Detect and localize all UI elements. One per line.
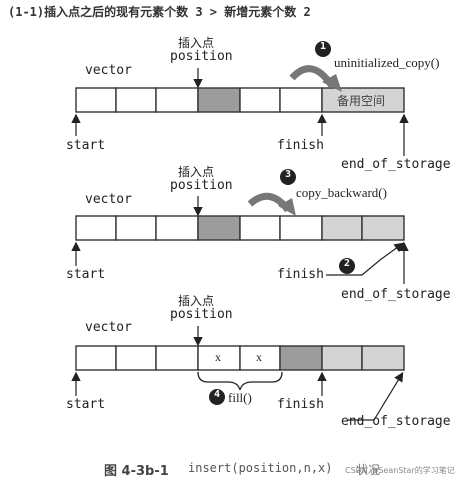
start-label: start bbox=[66, 138, 106, 153]
watermark: CSDN @SeanStar的学习笔记 bbox=[345, 466, 455, 475]
vector-label: vector bbox=[85, 320, 132, 335]
finish-arrow bbox=[326, 242, 404, 276]
vector-cell-copied bbox=[321, 345, 363, 371]
vector-cell-filled bbox=[197, 345, 241, 371]
vector-label: vector bbox=[85, 192, 132, 207]
fill-value-x: x bbox=[256, 350, 262, 364]
vector-cell bbox=[155, 87, 199, 113]
vector-cell bbox=[115, 345, 157, 371]
position-label: position bbox=[170, 307, 233, 322]
finish-label: finish bbox=[277, 138, 324, 153]
spare-space-region bbox=[321, 87, 405, 113]
vector-cell-position bbox=[197, 87, 241, 113]
vector-cell bbox=[239, 215, 281, 241]
fill-value-x: x bbox=[215, 350, 221, 364]
vector-cell bbox=[155, 215, 199, 241]
vector-cell bbox=[279, 87, 323, 113]
step-3-number: 3 bbox=[285, 169, 292, 180]
heading: (1-1)插入点之后的现有元素个数 3 > 新增元素个数 2 bbox=[8, 5, 311, 19]
finish-label: finish bbox=[277, 397, 324, 412]
step-2-number: 2 bbox=[344, 258, 351, 269]
fill-brace bbox=[197, 371, 283, 391]
vector-cell-copied bbox=[361, 215, 405, 241]
step-2-badge bbox=[339, 258, 355, 274]
vector-cell bbox=[239, 87, 281, 113]
vector-cell bbox=[155, 345, 199, 371]
end-of-storage-label: end_of_storage bbox=[341, 287, 451, 302]
vector-cell-position bbox=[197, 215, 241, 241]
panel-3 bbox=[71, 326, 405, 421]
position-label: position bbox=[170, 178, 233, 193]
step-4-number: 4 bbox=[214, 389, 221, 400]
panel-2 bbox=[71, 169, 409, 284]
step-4-badge bbox=[209, 389, 225, 405]
vector-cell bbox=[279, 215, 323, 241]
vector-cell-copied bbox=[321, 215, 363, 241]
fill-label: fill() bbox=[228, 390, 252, 405]
step-1-badge bbox=[315, 41, 331, 57]
figure-suffix: 状况 bbox=[356, 463, 381, 477]
vector-cell bbox=[75, 87, 117, 113]
step-1-number: 1 bbox=[320, 41, 327, 52]
step-3-badge bbox=[280, 169, 296, 185]
vector-cell bbox=[75, 345, 117, 371]
end-of-storage-label: end_of_storage bbox=[341, 414, 451, 429]
copy-curve-arrowhead bbox=[322, 74, 342, 92]
copy-backward-label: copy_backward() bbox=[296, 185, 387, 200]
figure-number: 图 4-3b-1 bbox=[104, 464, 169, 479]
insert-point-label: 插入点 bbox=[178, 294, 215, 308]
vector-cell bbox=[75, 215, 117, 241]
uninitialized-copy-label: uninitialized_copy() bbox=[334, 55, 440, 70]
vector-cell bbox=[115, 87, 157, 113]
insert-point-label: 插入点 bbox=[178, 36, 215, 50]
vector-cell-copied bbox=[361, 345, 405, 371]
spare-space-label: 备用空间 bbox=[337, 94, 386, 108]
vector-cell-position bbox=[279, 345, 323, 371]
end-of-storage-arrow bbox=[348, 371, 404, 421]
vector-label: vector bbox=[85, 63, 132, 78]
figure-code: insert(position,n,x) bbox=[188, 461, 333, 475]
position-label: position bbox=[170, 49, 233, 64]
finish-label: finish bbox=[277, 267, 324, 282]
start-label: start bbox=[66, 397, 106, 412]
vector-cell bbox=[115, 215, 157, 241]
insert-point-label: 插入点 bbox=[178, 165, 215, 179]
start-label: start bbox=[66, 267, 106, 282]
copy-backward-arrowhead bbox=[278, 198, 296, 216]
end-of-storage-label: end_of_storage bbox=[341, 157, 451, 172]
panel-1 bbox=[71, 41, 409, 156]
